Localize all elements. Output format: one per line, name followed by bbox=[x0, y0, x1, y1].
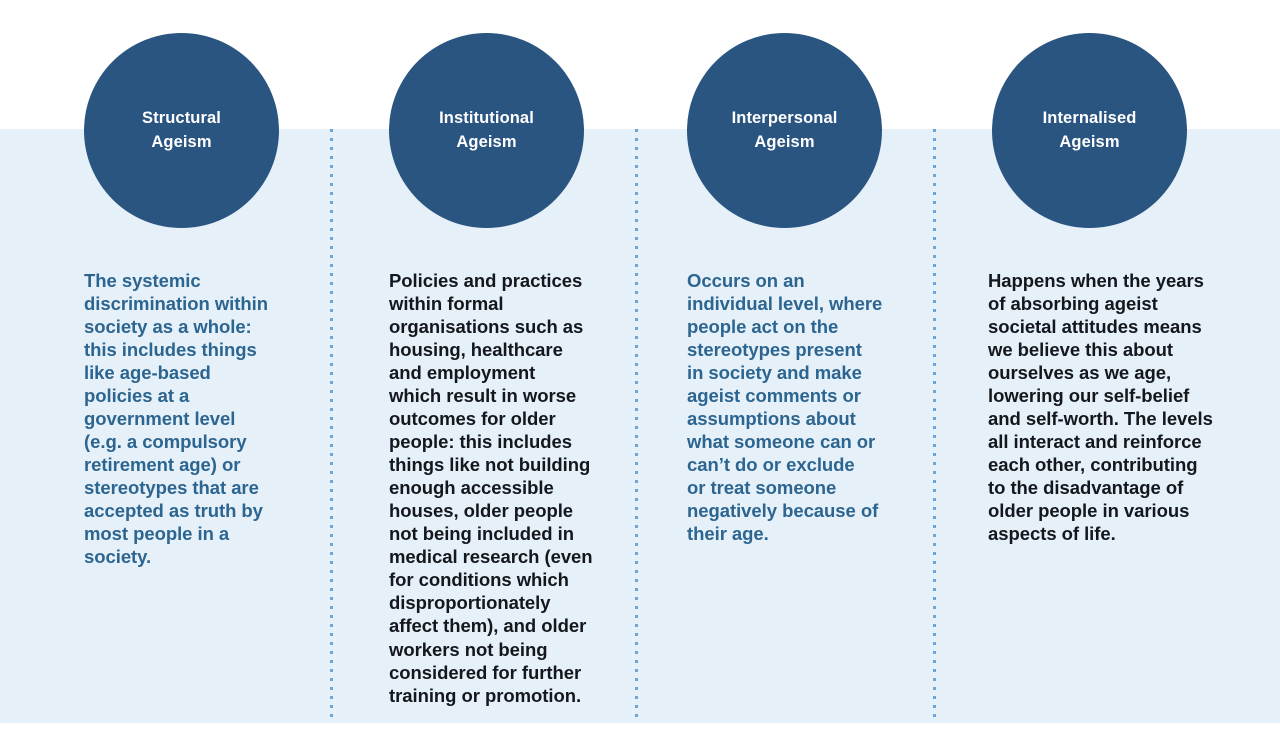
circle-heading-internalised: Internalised Ageism bbox=[1042, 109, 1137, 151]
column-institutional-ageism: Institutional Ageism Policies and practi… bbox=[389, 0, 594, 707]
description-institutional-ageism: Policies and practices within formal org… bbox=[389, 270, 593, 706]
circle-heading-structural: Structural Ageism bbox=[142, 109, 221, 151]
column-internalised-ageism: Internalised Ageism Happens when the yea… bbox=[988, 0, 1228, 545]
circle-interpersonal-ageism: Interpersonal Ageism bbox=[687, 33, 882, 228]
column-interpersonal-ageism: Interpersonal Ageism Occurs on an indivi… bbox=[687, 0, 899, 545]
column-divider-1 bbox=[330, 129, 333, 723]
description-interpersonal-ageism: Occurs on an individual level, where peo… bbox=[687, 270, 883, 545]
description-internalised-ageism: Happens when the years of absorbing agei… bbox=[988, 270, 1213, 545]
column-structural-ageism: Structural Ageism The systemic discrimin… bbox=[84, 0, 284, 568]
circle-internalised-ageism: Internalised Ageism bbox=[992, 33, 1187, 228]
description-structural-ageism: The systemic discrimination within socie… bbox=[84, 270, 268, 568]
circle-heading-institutional: Institutional Ageism bbox=[439, 109, 534, 151]
column-divider-2 bbox=[635, 129, 638, 723]
circle-heading-interpersonal: Interpersonal Ageism bbox=[731, 109, 838, 151]
background-band bbox=[0, 129, 1280, 723]
circle-institutional-ageism: Institutional Ageism bbox=[389, 33, 584, 228]
column-divider-3 bbox=[933, 129, 936, 723]
circle-structural-ageism: Structural Ageism bbox=[84, 33, 279, 228]
